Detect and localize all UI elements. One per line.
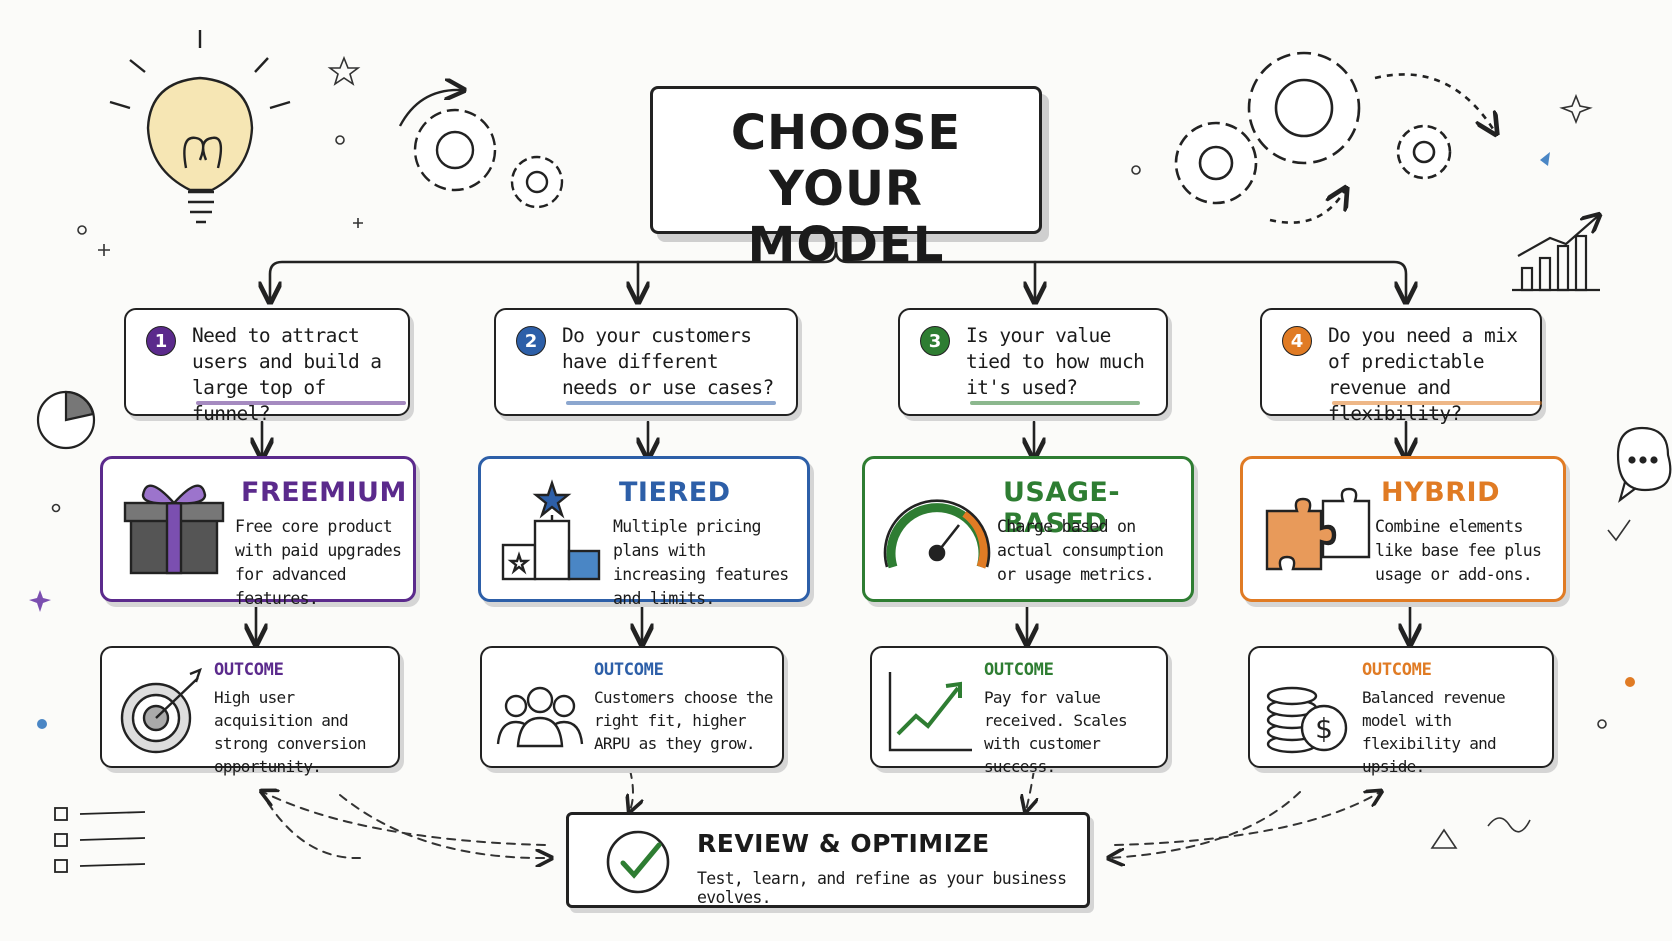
gift-icon: [123, 484, 225, 575]
question-card-3: 3 Is your value tied to how much it's us…: [898, 308, 1168, 416]
checklist-icon: [54, 807, 146, 873]
svg-text:$: $: [1315, 712, 1333, 745]
question-text-2: Do your customers have different needs o…: [562, 324, 774, 399]
target-icon: [120, 667, 202, 754]
step-badge-3: 3: [920, 326, 950, 356]
title-line-1: CHOOSE YOUR: [730, 105, 962, 217]
gear-icon: [398, 90, 564, 209]
question-text-3: Is your value tied to how much it's used…: [966, 324, 1145, 399]
outcome-card-freemium: OUTCOME High user acquisition and strong…: [100, 646, 400, 776]
step-badge-1: 1: [146, 326, 176, 356]
outcome-text-usage-based: Pay for value received. Scales with cust…: [984, 688, 1128, 776]
outcome-card-tiered: OUTCOME Customers choose the right fit, …: [480, 646, 784, 768]
pie-chart-icon: [36, 390, 96, 450]
underline-accent: [1332, 401, 1542, 405]
decorative-doodles: [29, 55, 1635, 849]
bar-chart-icon: [1512, 216, 1600, 292]
review-subtitle: Test, learn, and refine as your business…: [697, 869, 1067, 907]
step-badge-2: 2: [516, 326, 546, 356]
outcome-label: OUTCOME: [1362, 660, 1432, 680]
model-desc-hybrid: Combine elements like base fee plus usag…: [1375, 517, 1542, 584]
question-card-1: 1 Need to attract users and build a larg…: [124, 308, 410, 425]
gears-icon: [1174, 51, 1495, 224]
lightbulb-icon: [109, 30, 291, 224]
model-title-usage-based: USAGE-BASED: [1003, 477, 1121, 539]
outcome-card-hybrid: $ OUTCOME Balanced revenue model with fl…: [1248, 646, 1554, 776]
model-card-hybrid: HYBRID Combine elements like base fee pl…: [1240, 456, 1566, 602]
outcome-text-tiered: Customers choose the right fit, higher A…: [594, 688, 773, 753]
question-text-1: Need to attract users and build a large …: [192, 324, 382, 425]
outcome-label: OUTCOME: [594, 660, 664, 680]
model-card-usage-based: USAGE-BASED Charge based on actual consu…: [862, 456, 1194, 602]
outcome-label: OUTCOME: [984, 660, 1054, 680]
outcome-label: OUTCOME: [214, 660, 284, 680]
underline-accent: [566, 401, 776, 405]
outcome-card-usage-based: OUTCOME Pay for value received. Scales w…: [870, 646, 1168, 776]
speech-bubble-icon: [1616, 426, 1672, 503]
podium-icon: [501, 479, 601, 581]
people-icon: [496, 686, 584, 748]
question-text-4: Do you need a mix of predictable revenue…: [1328, 324, 1518, 425]
page-title: CHOOSE YOUR MODEL: [653, 105, 1039, 273]
model-title-freemium: FREEMIUM: [241, 477, 407, 508]
review-box: REVIEW & OPTIMIZE Test, learn, and refin…: [566, 812, 1090, 908]
gauge-icon: [883, 499, 991, 569]
underline-accent: [970, 401, 1140, 405]
question-card-2: 2 Do your customers have different needs…: [494, 308, 798, 416]
title-box: CHOOSE YOUR MODEL: [650, 86, 1042, 273]
model-title-hybrid: HYBRID: [1381, 477, 1500, 508]
growth-chart-icon: [888, 672, 972, 752]
model-desc-usage-based: Charge based on actual consumption or us…: [997, 517, 1164, 584]
model-desc-tiered: Multiple pricing plans with increasing f…: [613, 517, 789, 608]
question-card-4: 4 Do you need a mix of predictable reven…: [1260, 308, 1542, 425]
title-line-2: MODEL: [747, 217, 945, 273]
review-title: REVIEW & OPTIMIZE: [697, 829, 990, 858]
model-card-freemium: FREEMIUM Free core product with paid upg…: [100, 456, 416, 608]
step-badge-4: 4: [1282, 326, 1312, 356]
outcome-text-hybrid: Balanced revenue model with flexibility …: [1362, 688, 1506, 776]
model-card-tiered: TIERED Multiple pricing plans with incre…: [478, 456, 810, 608]
model-desc-freemium: Free core product with paid upgrades for…: [235, 517, 402, 608]
underline-accent: [196, 401, 406, 405]
puzzle-icon: [1265, 487, 1371, 571]
outcome-text-freemium: High user acquisition and strong convers…: [214, 688, 367, 776]
model-title-tiered: TIERED: [619, 477, 731, 508]
checkmark-icon: [606, 830, 670, 894]
coins-icon: $: [1266, 686, 1348, 754]
